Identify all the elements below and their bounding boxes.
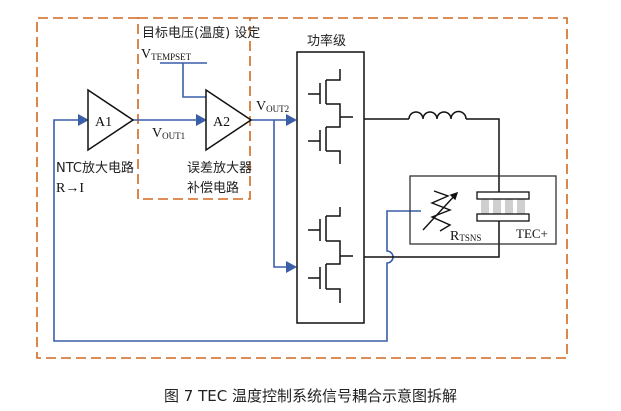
vtempset-label: VTEMPSET (141, 47, 192, 62)
mosfet-low-side-1 (308, 207, 341, 256)
vout1-label: VOUT1 (152, 126, 185, 141)
a1-label: A1 (95, 115, 112, 130)
r-to-i-label: R→I (56, 181, 84, 196)
inductor (408, 110, 467, 120)
mosfet-low-side-2 (308, 256, 341, 303)
arrow-into-power-high (286, 114, 297, 126)
mosfet-high-side-1 (308, 69, 341, 117)
compensation-label: 补偿电路 (187, 180, 239, 196)
amplifier-a1-triangle (87, 88, 135, 152)
vout2-label: VOUT2 (256, 99, 289, 114)
arrow-into-a2 (196, 114, 207, 126)
tec-label: TEC+ (516, 226, 548, 241)
vtempset-line (160, 62, 212, 98)
error-amp-label: 误差放大器 (187, 161, 252, 176)
error-amp-dashed-boundary (137, 17, 251, 200)
ntc-amp-label: NTC放大电路 (56, 160, 134, 176)
rtsns-label: RTSNS (450, 229, 481, 244)
mosfet-high-side-2 (308, 117, 341, 164)
figure-caption: 图 7 TEC 温度控制系统信号耦合示意图拆解 (164, 387, 457, 405)
setpoint-title: 目标电压(温度) 设定 (142, 25, 260, 41)
output-wire-top (364, 118, 500, 192)
tec-element (476, 191, 530, 222)
a2-label: A2 (213, 115, 230, 130)
power-stage-box (296, 51, 365, 324)
outer-dashed-boundary (36, 17, 568, 359)
output-wire-bottom (364, 221, 500, 258)
arrow-into-a1 (78, 114, 89, 126)
thermistor-rtsns (422, 190, 459, 232)
power-stage-label: 功率级 (307, 33, 346, 49)
tec-module-box (409, 175, 557, 245)
amplifier-a2-triangle (205, 88, 253, 152)
feedback-line (53, 119, 421, 342)
vout2-branch-line (273, 120, 290, 268)
arrow-into-power-low (286, 261, 297, 273)
